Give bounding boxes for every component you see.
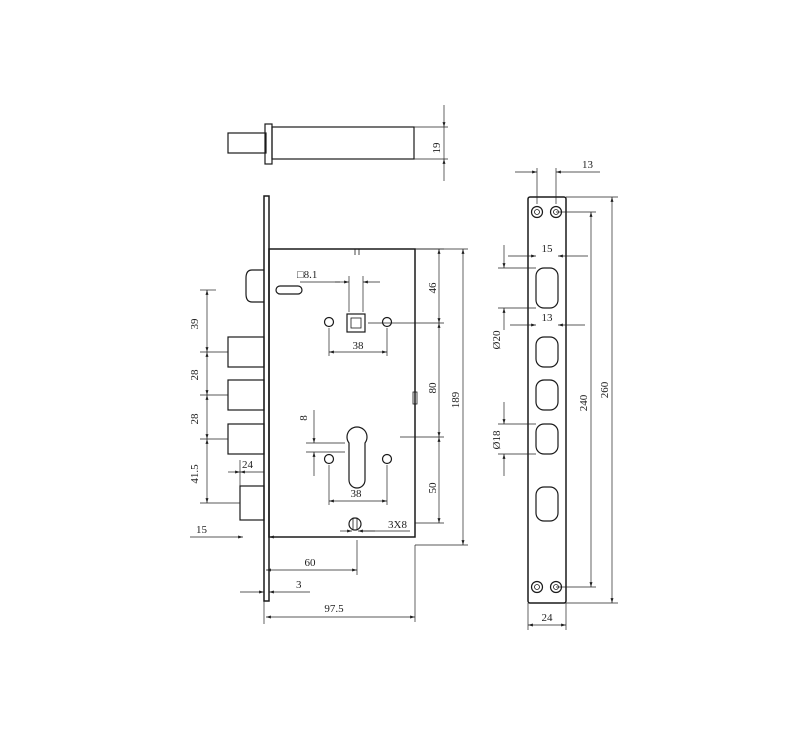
strike-dia-small-label: Ø18	[491, 430, 503, 449]
faceplate-thickness-label: 15	[196, 524, 208, 536]
backset-label: 60	[305, 557, 317, 569]
cyl-to-bottom-label: 50	[427, 482, 439, 494]
strike-top-width-label: 13	[582, 159, 594, 171]
body-height-label: 189	[450, 391, 462, 408]
spindle-square-label: □8.1	[297, 269, 317, 281]
latch-bolt-1	[227, 336, 265, 368]
latch-pitch-3-label: 41.5	[189, 464, 201, 484]
case-depth-label: 97.5	[324, 603, 344, 615]
dead-latch	[239, 485, 265, 521]
strike-plate	[527, 196, 567, 604]
spindle-to-cyl-label: 80	[427, 382, 439, 394]
cyl-holes-label: 38	[351, 488, 363, 500]
strike-hole-width-label: 15	[542, 243, 554, 255]
main-dimensions: □8.1 38 8 38 3X8 46 80 50	[189, 248, 468, 624]
latch-pitch-1-label: 28	[189, 369, 201, 381]
plate-offset-label: 3	[296, 579, 302, 591]
bolt-side-view: 19	[227, 105, 448, 181]
latch-bolt-3	[227, 423, 265, 455]
strike-slot-width-label: 13	[542, 312, 554, 324]
bolt-width-label: 19	[431, 142, 443, 154]
cyl-offset-label: 8	[298, 415, 310, 421]
strike-outer-label: 260	[599, 381, 611, 398]
latch-pitch-top-label: 39	[189, 318, 201, 330]
lock-body	[227, 195, 418, 602]
spindle-to-edge-label: 46	[427, 282, 439, 294]
latch-bolt-2	[227, 379, 265, 411]
screw-slot-label: 3X8	[388, 519, 407, 531]
strike-dia-large-label: Ø20	[491, 330, 503, 349]
lock-case	[268, 248, 416, 538]
strike-dimensions: 13 15 13 Ø20 Ø18 240 260	[491, 159, 618, 630]
spindle-holes-label: 38	[353, 340, 365, 352]
deadbolt-width-label: 24	[242, 459, 254, 471]
strike-inner-label: 240	[578, 394, 590, 411]
latch-pitch-2-label: 28	[189, 413, 201, 425]
strike-width-label: 24	[542, 612, 554, 624]
